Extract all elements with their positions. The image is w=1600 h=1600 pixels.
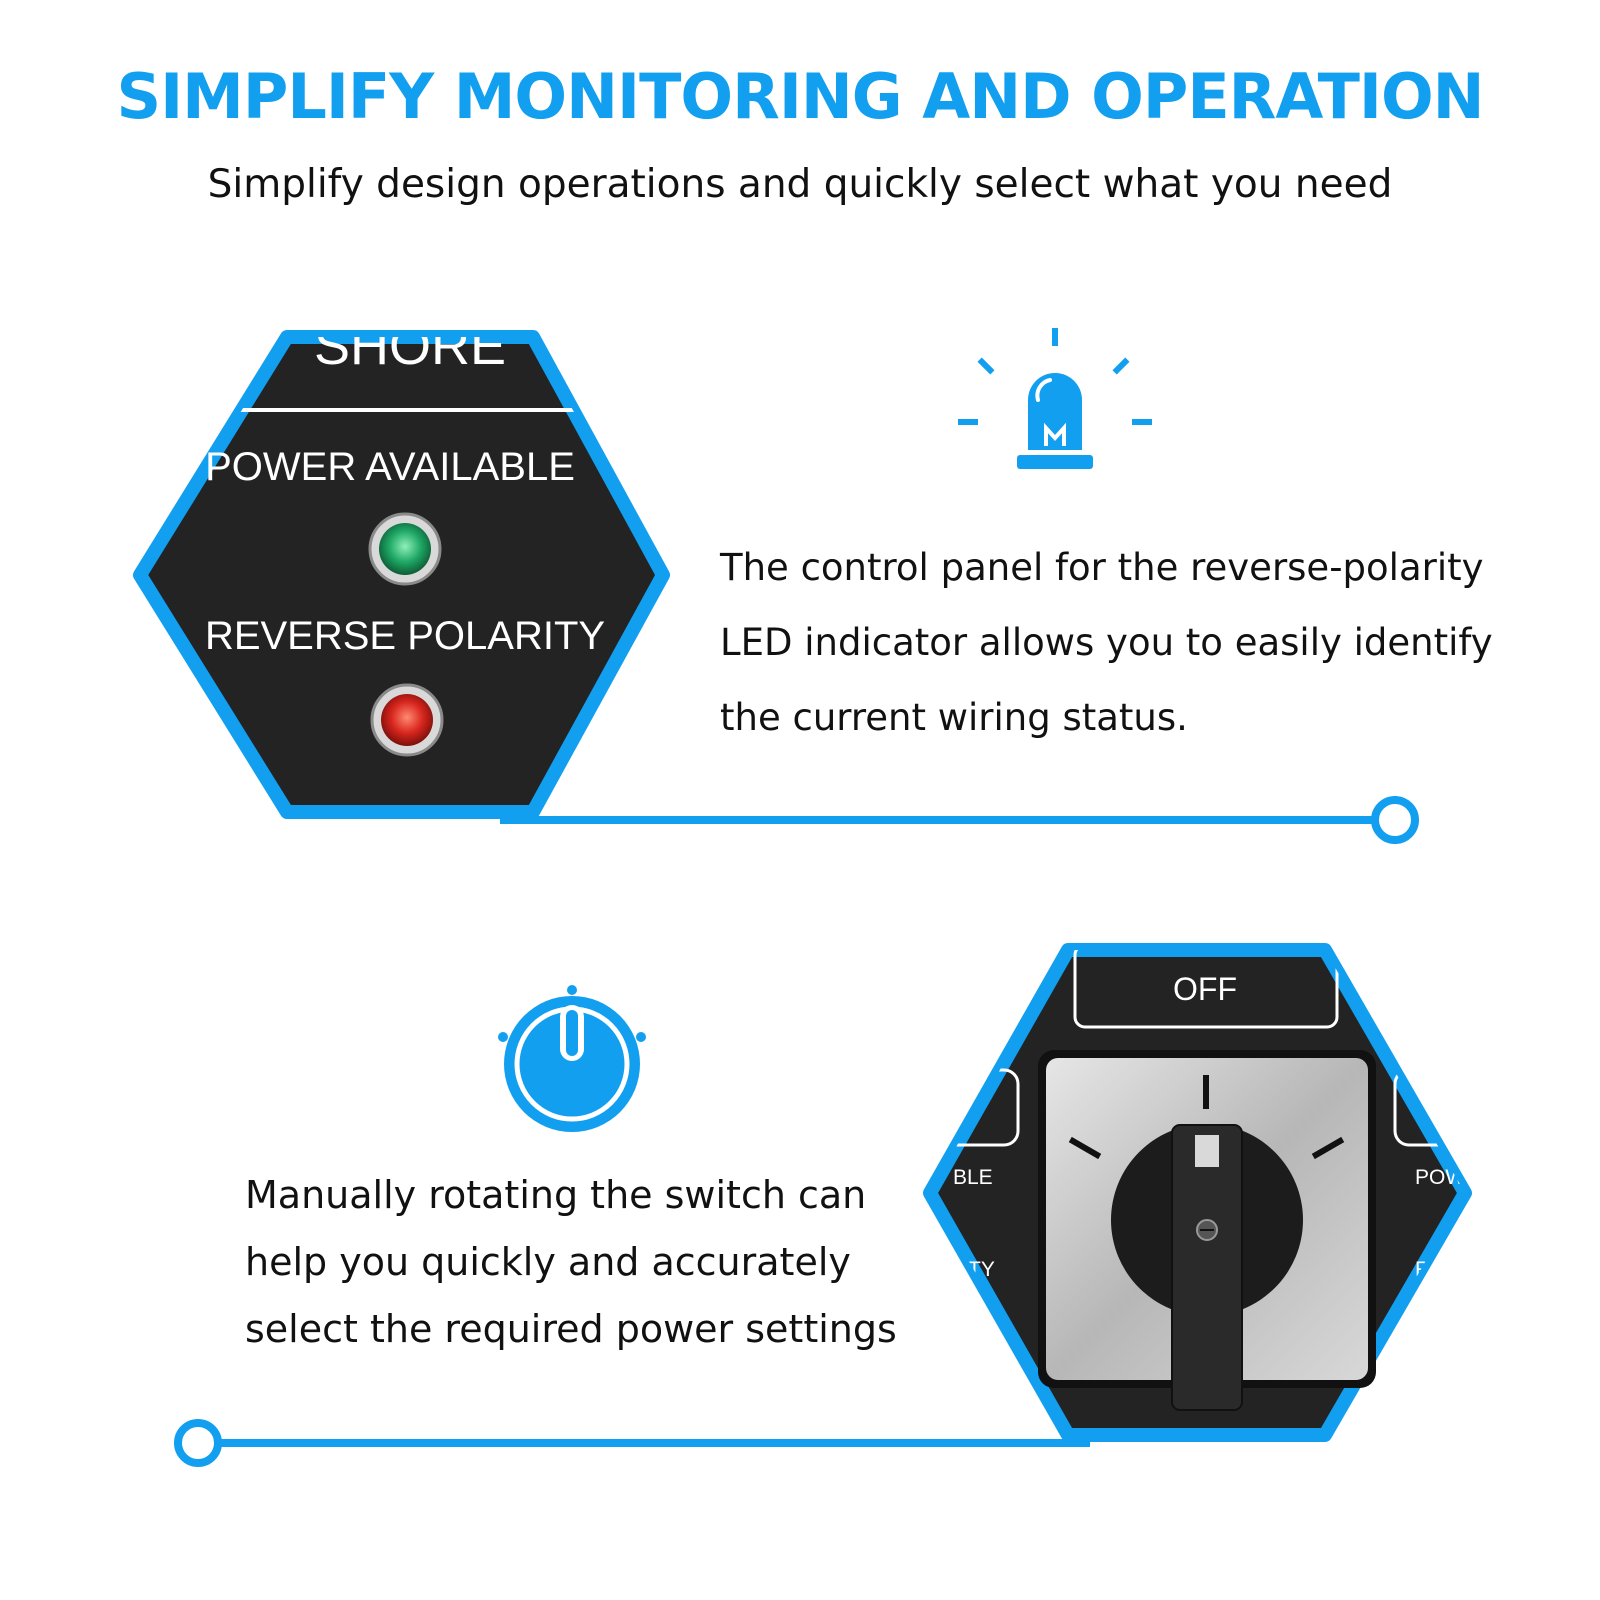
led-panel-hexagon: SHORE POWER AVAILABLE REVERSE POLARITY	[133, 316, 670, 819]
switch-description: Manually rotating the switch can help yo…	[245, 1162, 945, 1363]
led-panel-description: The control panel for the reverse-polari…	[720, 530, 1600, 755]
page-title: SIMPLIFY MONITORING AND OPERATION	[116, 60, 1484, 133]
alarm-light-icon	[958, 328, 1152, 469]
description-line: LED indicator allows you to easily ident…	[720, 621, 1493, 664]
page-subtitle: Simplify design operations and quickly s…	[207, 162, 1393, 207]
description-line: Manually rotating the switch can	[245, 1173, 867, 1217]
rotary-switch-hexagon: BLE TY POW RE OFF	[923, 943, 1472, 1442]
panel-top-label: SHORE	[314, 316, 506, 376]
rotary-knob[interactable]	[1111, 1124, 1303, 1411]
description-line: help you quickly and accurately	[245, 1240, 851, 1284]
description-line: the current wiring status.	[720, 696, 1188, 739]
red-led-indicator	[370, 683, 444, 757]
power-timer-icon	[498, 985, 646, 1132]
green-led-indicator	[368, 512, 442, 586]
reverse-polarity-label: REVERSE POLARITY	[205, 614, 605, 658]
switch-off-label: OFF	[1173, 971, 1237, 1007]
left-top-label: BLE	[953, 1166, 993, 1189]
right-top-label: POW	[1415, 1166, 1465, 1189]
power-available-label: POWER AVAILABLE	[205, 445, 575, 489]
description-line: The control panel for the reverse-polari…	[720, 546, 1484, 589]
connector-line-2	[174, 1419, 1090, 1467]
description-line: select the required power settings	[245, 1307, 897, 1351]
connector-line-1	[500, 796, 1419, 844]
